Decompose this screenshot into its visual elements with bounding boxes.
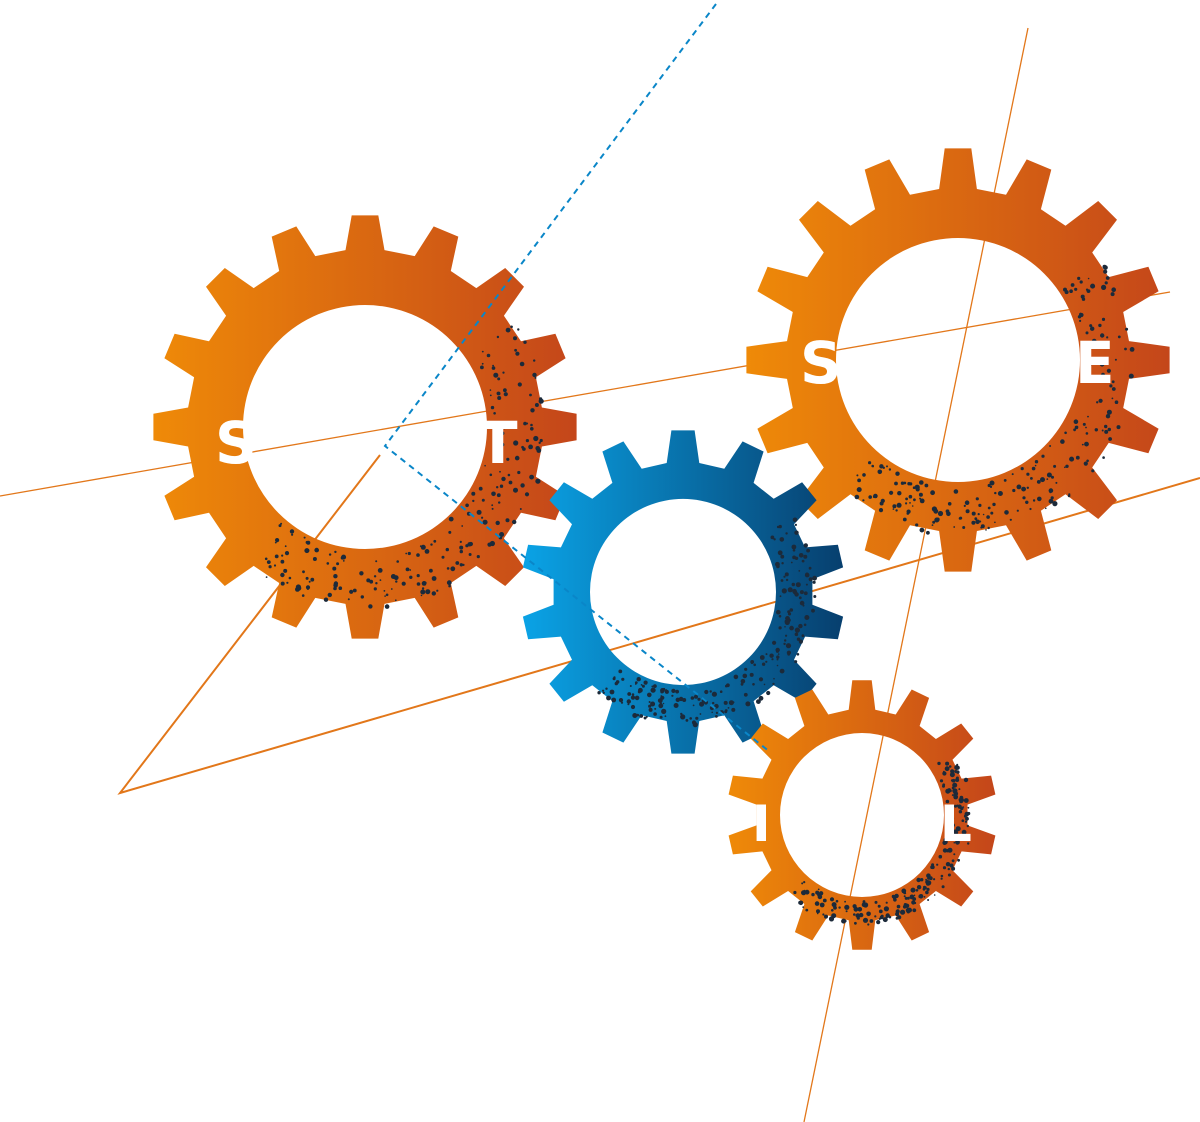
letter-bottom-2: L xyxy=(940,795,972,853)
gear-center-body xyxy=(522,430,844,754)
gear-bottom-speckles xyxy=(793,761,971,926)
overlay-lines xyxy=(383,3,771,753)
letter-right-2: E xyxy=(1075,329,1115,397)
letter-left-1: S xyxy=(215,409,257,477)
gear-center-speckles xyxy=(597,517,817,728)
gear-right-speckles xyxy=(854,264,1135,535)
letter-bottom-1: I xyxy=(752,795,771,853)
gear-left xyxy=(153,215,577,639)
gear-bottom xyxy=(728,680,996,950)
blue-dashed-line xyxy=(383,3,771,753)
gear-letters: S T S E I L xyxy=(215,329,1115,853)
gear-center xyxy=(522,430,844,754)
letter-right-1: S xyxy=(800,329,842,397)
gear-right xyxy=(746,148,1170,572)
orange-line-vertical xyxy=(803,27,1029,1122)
orange-line-upper xyxy=(0,291,1171,497)
letter-left-2: T xyxy=(478,409,518,477)
gears xyxy=(153,148,1170,950)
gear-right-body xyxy=(746,148,1170,572)
gear-left-body xyxy=(153,215,577,639)
gear-left-speckles xyxy=(264,325,544,609)
